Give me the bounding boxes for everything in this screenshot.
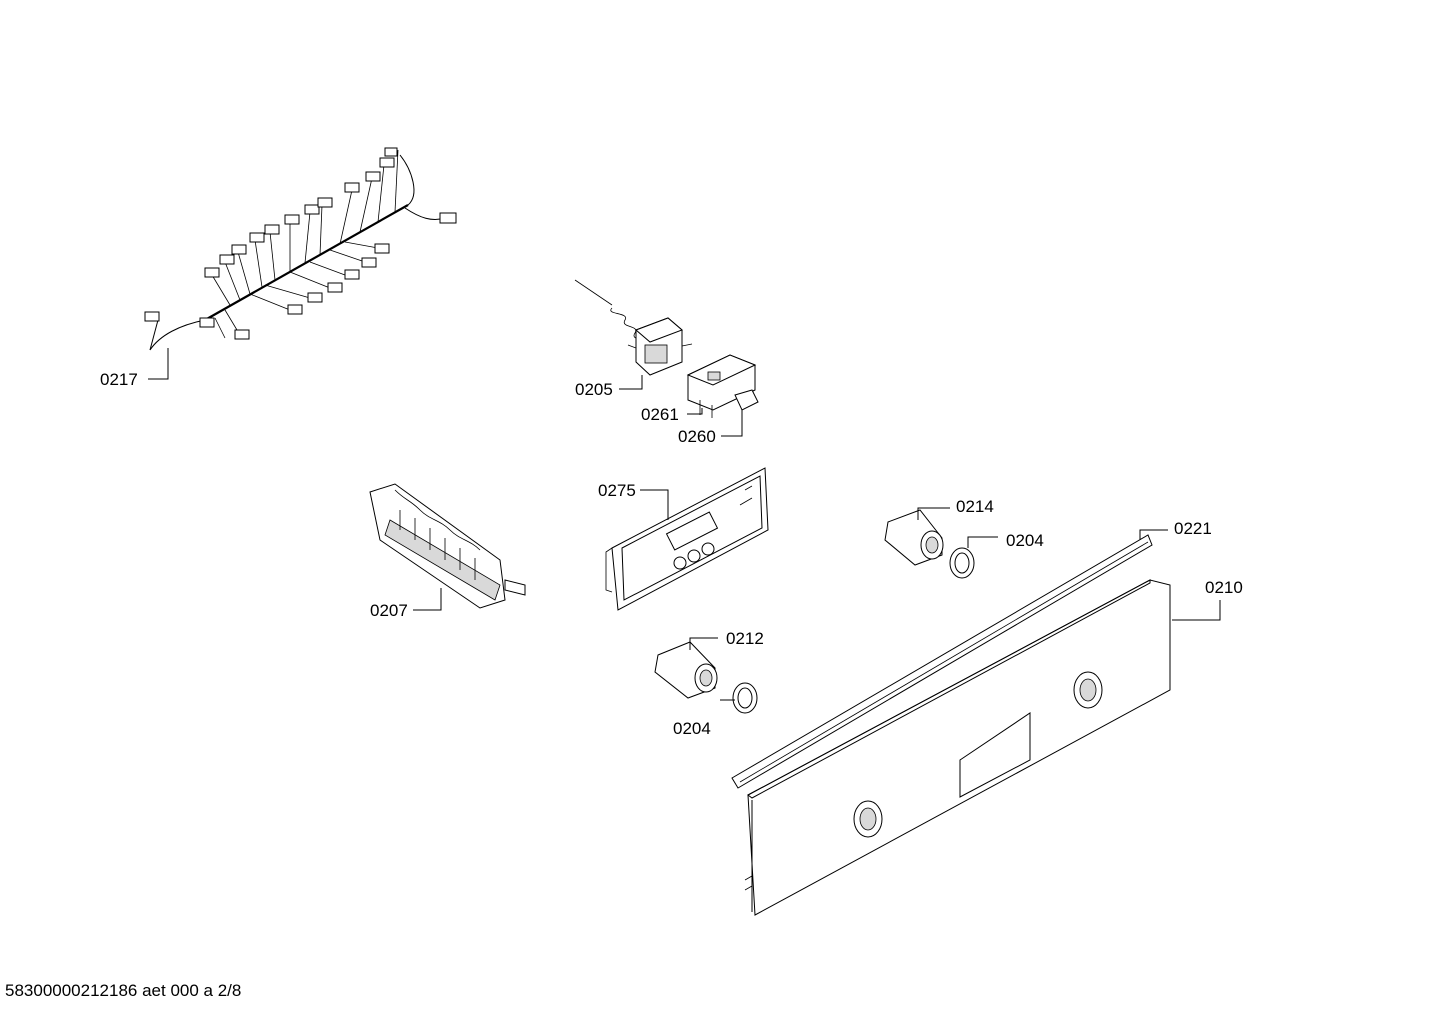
leader-0204-upper [967,536,998,548]
leader-0217 [148,348,169,380]
part-trim-strip [731,534,1153,789]
label-0204-upper: 0204 [1006,531,1044,550]
leader-0261 [687,408,703,415]
leader-0210 [1172,600,1221,621]
label-0221: 0221 [1174,519,1212,538]
part-knob-mechanism-lower [654,641,718,699]
part-selector-switch [369,483,526,609]
leader-0260 [721,410,743,437]
label-0217: 0217 [100,370,138,389]
leader-0275 [640,489,669,520]
part-thermostat [574,279,693,376]
label-0275: 0275 [598,481,636,500]
label-0260: 0260 [678,427,716,446]
label-0204-lower: 0204 [673,719,711,738]
part-control-module [605,467,769,611]
label-0261: 0261 [641,405,679,424]
part-control-panel [744,579,1171,916]
part-ring-lower [732,682,758,714]
part-ring-upper [949,547,975,579]
leader-0207 [413,588,442,611]
part-switch-block [686,354,759,418]
part-knob-mechanism-upper [884,509,944,566]
label-0207: 0207 [370,601,408,620]
leader-0221 [1139,529,1168,540]
part-wiring-harness [144,147,457,351]
drawing-reference-footer: 58300000212186 aet 000 a 2/8 [5,981,242,1000]
leader-0212 [689,637,718,650]
label-0212: 0212 [726,629,764,648]
leader-0214 [917,507,950,520]
label-0214: 0214 [956,497,994,516]
leader-0205 [619,375,643,390]
label-0210: 0210 [1205,578,1243,597]
label-0205: 0205 [575,380,613,399]
